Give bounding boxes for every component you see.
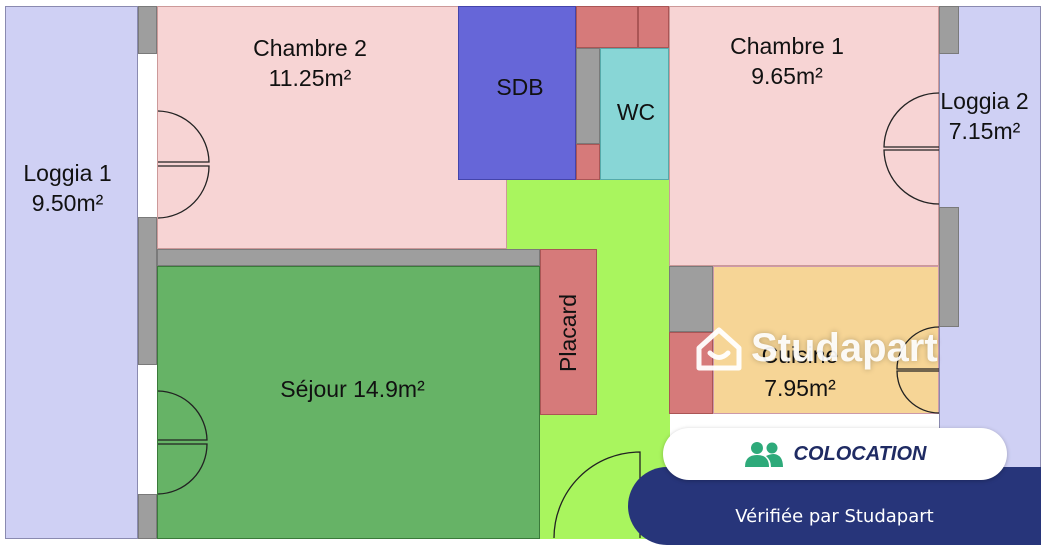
studapart-watermark: Studapart bbox=[693, 322, 938, 374]
door-swing-icon bbox=[553, 451, 641, 539]
chambre-1-name: Chambre 1 bbox=[730, 33, 844, 59]
chambre-2-area: 11.25m² bbox=[268, 65, 352, 91]
loggia-2-name: Loggia 2 bbox=[940, 88, 1029, 114]
sejour-name: Séjour 14.9m² bbox=[280, 376, 425, 402]
verification-label: Vérifiée par Studapart bbox=[735, 506, 934, 527]
duct-block bbox=[576, 144, 600, 180]
sdb-name: SDB bbox=[496, 74, 544, 100]
loggia-1-area: 9.50m² bbox=[31, 190, 104, 216]
verification-banner: Vérifiée par Studapart bbox=[628, 467, 1041, 545]
duct-block bbox=[669, 332, 713, 414]
wall-segment bbox=[138, 6, 157, 54]
wall-segment bbox=[157, 249, 540, 266]
house-smile-icon bbox=[696, 327, 742, 371]
room-chambre-1 bbox=[669, 6, 939, 266]
colocation-badge: COLOCATION bbox=[663, 428, 1007, 480]
wall-segment bbox=[576, 48, 600, 144]
cuisine-name: Cuisine bbox=[761, 342, 839, 368]
room-wc bbox=[600, 48, 669, 180]
duct-block bbox=[576, 6, 638, 48]
door-swing-icon bbox=[883, 92, 940, 205]
door-swing-icon bbox=[157, 110, 210, 219]
room-placard bbox=[540, 249, 597, 415]
chambre-2-name: Chambre 2 bbox=[253, 35, 367, 61]
people-icon bbox=[744, 442, 783, 467]
wc-name: WC bbox=[616, 99, 656, 125]
loggia-1-name: Loggia 1 bbox=[23, 160, 112, 186]
loggia-2-area: 7.15m² bbox=[948, 118, 1021, 144]
watermark-brand: Studapart bbox=[751, 325, 938, 370]
door-swing-icon bbox=[157, 390, 208, 495]
wall-segment bbox=[138, 217, 157, 365]
wall-segment bbox=[138, 494, 157, 539]
colocation-label: COLOCATION bbox=[793, 442, 927, 465]
wall-segment bbox=[939, 207, 959, 327]
room-sdb bbox=[458, 6, 576, 180]
door-swing-icon bbox=[896, 326, 940, 414]
duct-block bbox=[638, 6, 669, 48]
room-sejour bbox=[157, 266, 540, 539]
chambre-1-area: 9.65m² bbox=[751, 63, 823, 89]
cuisine-area: 7.95m² bbox=[764, 375, 836, 401]
placard-name: Placard bbox=[555, 294, 581, 372]
room-loggia-1 bbox=[5, 6, 138, 539]
wall-segment bbox=[669, 266, 713, 332]
wall-segment bbox=[939, 6, 959, 54]
